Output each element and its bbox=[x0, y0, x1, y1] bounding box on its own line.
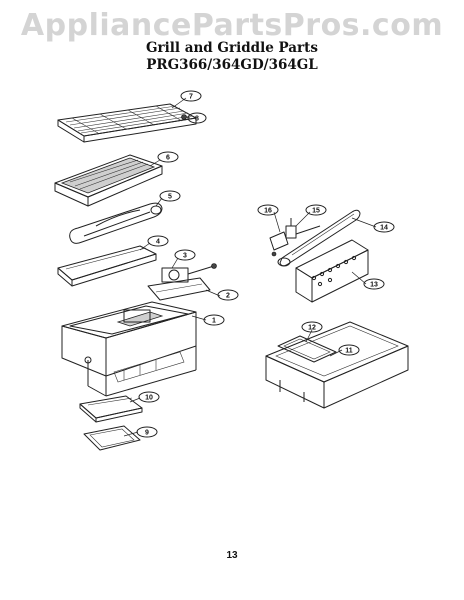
callout-3: 3 bbox=[174, 249, 196, 261]
callout-2: 2 bbox=[217, 289, 239, 301]
callout-8: 8 bbox=[187, 112, 207, 124]
callout-12: 12 bbox=[301, 321, 323, 333]
part-fastener bbox=[181, 114, 187, 120]
svg-text:15: 15 bbox=[312, 208, 320, 215]
callout-1: 1 bbox=[203, 314, 225, 326]
part-burner-cover bbox=[57, 245, 157, 287]
callout-13: 13 bbox=[363, 278, 385, 290]
svg-text:1: 1 bbox=[212, 318, 216, 325]
svg-text:2: 2 bbox=[226, 293, 230, 300]
callout-4: 4 bbox=[147, 235, 169, 247]
part-griddle-trim bbox=[277, 335, 337, 363]
svg-text:11: 11 bbox=[345, 348, 353, 355]
svg-text:6: 6 bbox=[166, 155, 170, 162]
part-ignitor-bracket bbox=[285, 218, 321, 239]
svg-text:16: 16 bbox=[264, 208, 272, 215]
svg-text:14: 14 bbox=[380, 225, 388, 232]
part-radiant-tray bbox=[54, 154, 163, 207]
leader-lines bbox=[123, 97, 377, 437]
svg-text:4: 4 bbox=[156, 239, 160, 246]
part-fitting bbox=[269, 231, 289, 257]
callout-7: 7 bbox=[180, 90, 202, 102]
callout-14: 14 bbox=[373, 221, 395, 233]
callout-9: 9 bbox=[136, 426, 158, 438]
model-numbers: PRG366/364GD/364GL bbox=[146, 57, 318, 73]
callout-5: 5 bbox=[159, 190, 181, 202]
svg-text:8: 8 bbox=[195, 116, 199, 123]
svg-text:7: 7 bbox=[189, 94, 193, 101]
svg-text:12: 12 bbox=[308, 325, 316, 332]
callout-16: 16 bbox=[257, 204, 279, 216]
part-tray-liner bbox=[83, 425, 141, 451]
svg-text:10: 10 bbox=[145, 395, 153, 402]
part-heat-shield bbox=[295, 239, 369, 303]
part-grill-grate bbox=[57, 103, 197, 143]
svg-text:3: 3 bbox=[183, 253, 187, 260]
part-griddle-plate bbox=[265, 321, 409, 409]
callout-6: 6 bbox=[157, 151, 179, 163]
callout-15: 15 bbox=[305, 204, 327, 216]
part-bracket bbox=[147, 277, 211, 301]
part-griddle-burner bbox=[277, 209, 361, 267]
svg-text:9: 9 bbox=[145, 430, 149, 437]
svg-text:5: 5 bbox=[168, 194, 172, 201]
callout-11: 11 bbox=[338, 344, 360, 356]
part-burner bbox=[69, 202, 163, 244]
diagram-title: Grill and Griddle Parts bbox=[146, 40, 318, 56]
part-grill-body bbox=[61, 301, 197, 397]
watermark: AppliancePartsPros.com bbox=[20, 8, 444, 43]
svg-text:13: 13 bbox=[370, 282, 378, 289]
page-number: 13 bbox=[226, 550, 238, 561]
part-drip-tray bbox=[79, 395, 143, 423]
callout-10: 10 bbox=[138, 391, 160, 403]
